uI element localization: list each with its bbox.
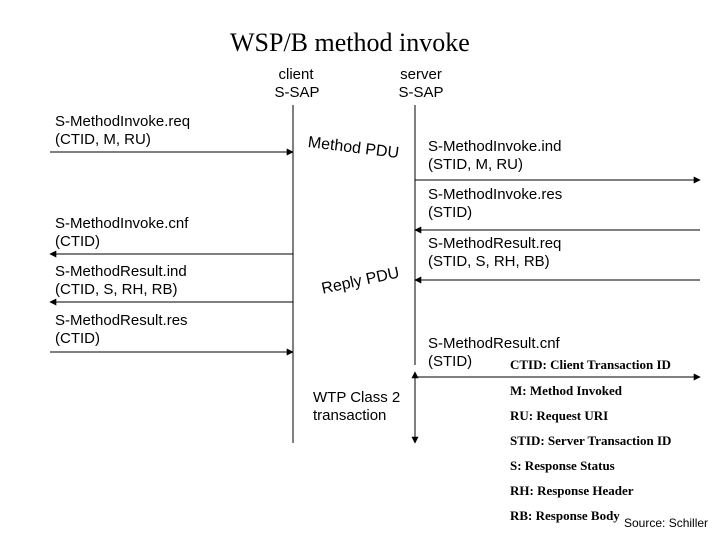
- result-res-params: (CTID): [55, 330, 100, 347]
- invoke-cnf-params: (CTID): [55, 233, 100, 250]
- server-sap-label: S-SAP: [398, 84, 444, 101]
- legend-rb: RB: Response Body: [510, 508, 620, 523]
- client-sap-label: S-SAP: [274, 84, 320, 101]
- client-label: client: [278, 66, 314, 83]
- invoke-req-params: (CTID, M, RU): [55, 131, 151, 148]
- legend-rh: RH: Response Header: [510, 483, 634, 498]
- legend-s: S: Response Status: [510, 458, 615, 473]
- result-cnf-primitive: S-MethodResult.cnf: [428, 335, 560, 352]
- invoke-cnf-primitive: S-MethodInvoke.cnf: [55, 215, 189, 232]
- result-req-params: (STID, S, RH, RB): [428, 253, 550, 270]
- invoke-req-primitive: S-MethodInvoke.req: [55, 113, 191, 130]
- transaction-class-label: WTP Class 2: [313, 389, 401, 406]
- result-ind-primitive: S-MethodResult.ind: [55, 263, 187, 280]
- invoke-res-primitive: S-MethodInvoke.res: [428, 186, 563, 203]
- legend-ru: RU: Request URI: [510, 408, 609, 423]
- result-res-primitive: S-MethodResult.res: [55, 312, 188, 329]
- diagram-title: WSP/B method invoke: [230, 28, 470, 57]
- result-cnf-params: (STID): [428, 353, 473, 370]
- server-label: server: [400, 66, 442, 83]
- legend-stid: STID: Server Transaction ID: [510, 433, 672, 448]
- legend-ctid: CTID: Client Transaction ID: [510, 357, 671, 372]
- invoke-res-params: (STID): [428, 204, 473, 221]
- transaction-label: transaction: [313, 407, 387, 424]
- result-req-primitive: S-MethodResult.req: [428, 235, 562, 252]
- invoke-ind-primitive: S-MethodInvoke.ind: [428, 138, 562, 155]
- source-credit: Source: Schiller: [624, 516, 709, 530]
- legend-m: M: Method Invoked: [510, 383, 622, 398]
- invoke-ind-params: (STID, M, RU): [428, 156, 523, 173]
- result-ind-params: (CTID, S, RH, RB): [55, 281, 178, 298]
